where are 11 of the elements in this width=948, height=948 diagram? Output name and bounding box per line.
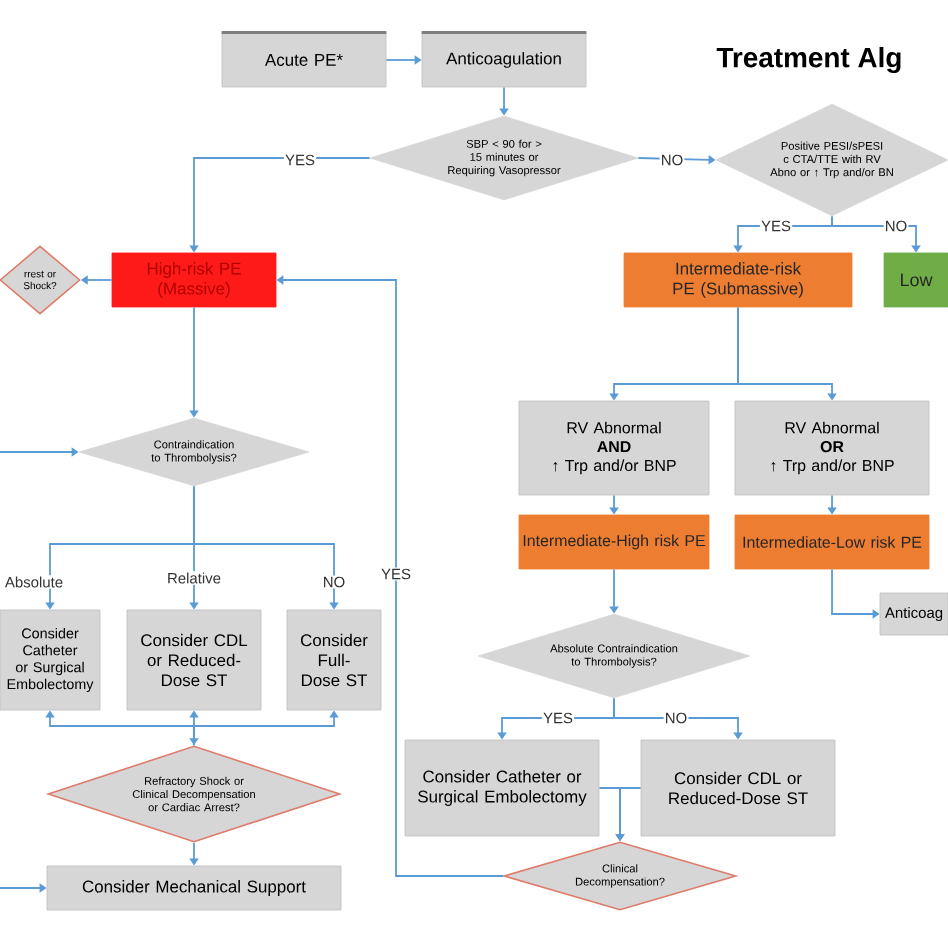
process-box: Consider CDL or Reduced-Dose ST	[126, 609, 262, 711]
risk-box: Low	[883, 252, 948, 308]
process-box: Acute PE*	[221, 32, 387, 88]
process-box: Consider CDL or Reduced-Dose ST	[640, 739, 836, 837]
risk-box: High-risk PE (Massive)	[111, 252, 277, 308]
process-box: Anticoagulation	[421, 32, 587, 88]
process-box: Consider Catheter or Surgical Embolectomy	[404, 739, 600, 837]
risk-box: Intermediate-risk PE (Submassive)	[623, 252, 853, 308]
title: Treatment Alg	[716, 46, 901, 74]
process-box: Consider Mechanical Support	[46, 865, 342, 911]
process-box: Consider Full-Dose ST	[286, 609, 382, 711]
